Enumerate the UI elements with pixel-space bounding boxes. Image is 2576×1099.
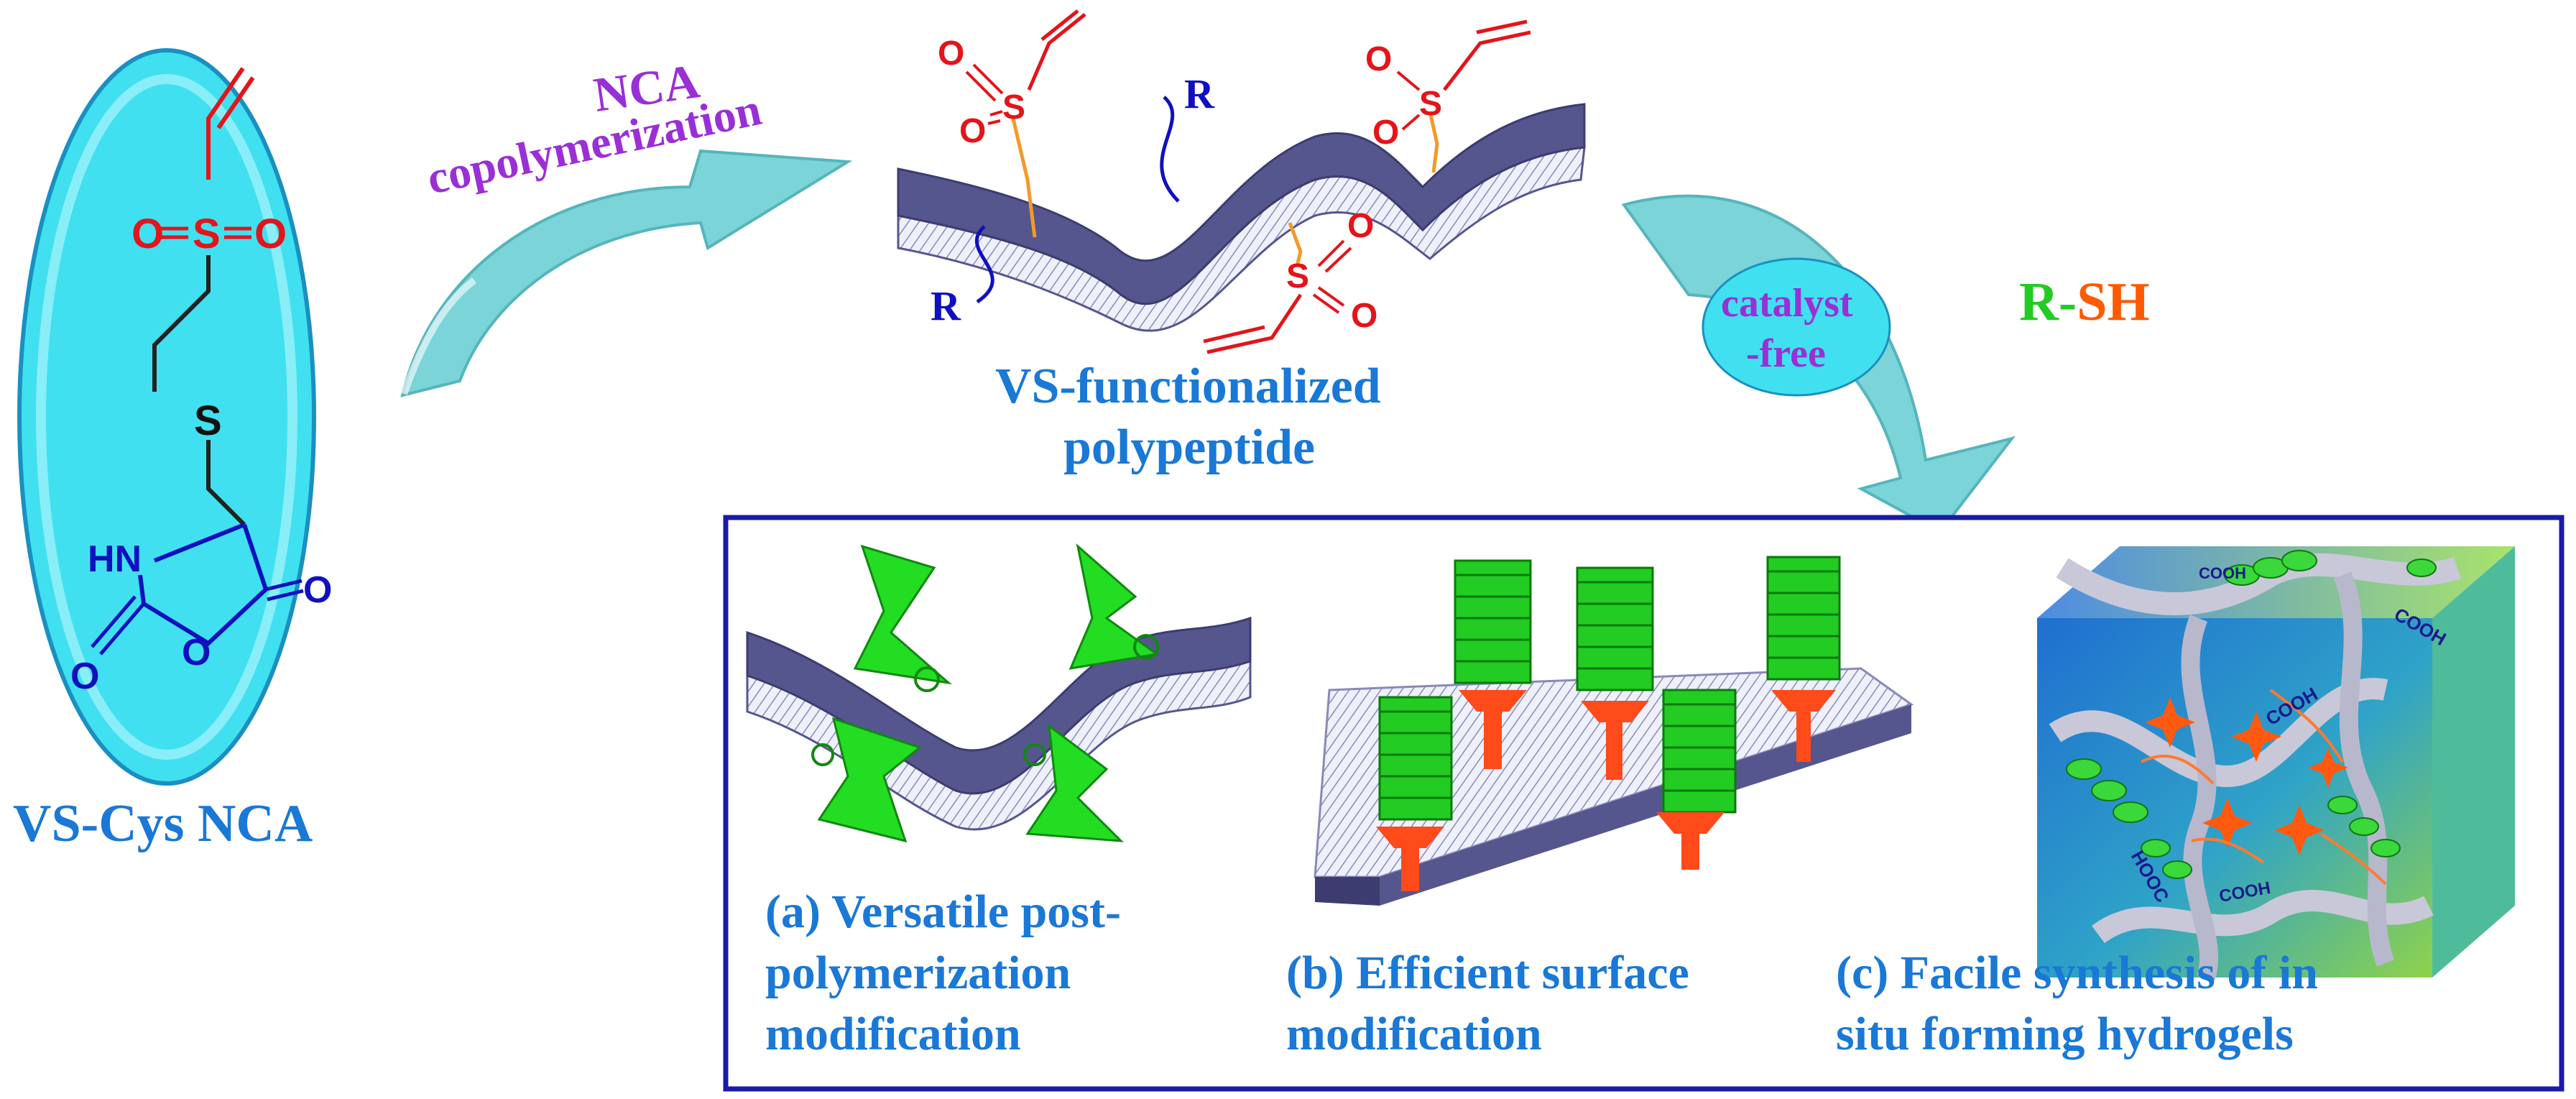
vs3-s: S xyxy=(1286,257,1309,295)
vs1-o-top: O xyxy=(938,35,964,73)
receptor-3 xyxy=(1766,556,1841,762)
vs3-o-bottom: O xyxy=(1351,297,1377,335)
app-a-line1: (a) Versatile post- xyxy=(765,886,1121,938)
monomer-ellipse xyxy=(17,48,316,786)
vs2-o-bottom: O xyxy=(1372,114,1399,152)
surface-slab-front xyxy=(1380,704,1911,906)
vinyl-bond xyxy=(206,67,245,180)
app-a-line3: modification xyxy=(765,1008,1021,1060)
monomer-ellipse-highlight xyxy=(36,74,297,760)
carbonyl-o-left: O xyxy=(70,656,99,697)
ring-o: O xyxy=(182,632,211,673)
monomer-group: O S O S HN O O O VS-Cys NCA xyxy=(13,48,332,853)
ligand-green-2 xyxy=(1068,543,1160,670)
ligand-green-1 xyxy=(853,544,952,685)
ligand-green-3 xyxy=(817,717,923,843)
ethylene-chain xyxy=(152,255,211,392)
sulfonyl-o-left: O xyxy=(131,211,164,257)
ring-hn: HN xyxy=(88,538,142,580)
catalyst-line1: catalyst xyxy=(1721,281,1853,326)
polymer-label-line1: VS-functionalized xyxy=(995,359,1381,414)
copolymerization-arrow: NCA copolymerization xyxy=(400,53,853,397)
catalyst-free-badge xyxy=(1702,257,1891,397)
app-b-line2: modification xyxy=(1286,1008,1542,1060)
receptor-4 xyxy=(1376,696,1453,891)
receptor-1 xyxy=(1454,559,1532,769)
ligand-green-4 xyxy=(1025,723,1124,842)
monomer-label: VS-Cys NCA xyxy=(13,794,313,853)
r-group-bottom: R xyxy=(931,282,961,329)
carbonyl-o-right: O xyxy=(303,569,332,611)
nca-ring xyxy=(138,523,269,646)
polymer-ribbon xyxy=(897,103,1586,305)
r-group-top: R xyxy=(1184,70,1215,117)
hydrogel-cube-side xyxy=(2432,546,2515,978)
application-c-illustration: COOH COOH COOH HOOC COOH (c) Facile synt… xyxy=(1836,546,2515,1060)
reagent-dash: - xyxy=(2059,272,2077,332)
receptor-2 xyxy=(1576,566,1654,780)
vs3-o-top: O xyxy=(1347,207,1374,245)
reagent-r: R xyxy=(2019,272,2059,332)
thiol-arrow: catalyst -free R-SH xyxy=(1621,194,2150,534)
reagent-label: R-SH xyxy=(2019,272,2150,332)
receptor-5 xyxy=(1656,689,1737,870)
app-a-line2: polymerization xyxy=(765,947,1071,999)
polymer-group: O O S O O S S O O R R VS-functionalized … xyxy=(897,9,1586,475)
app-c-line1: (c) Facile synthesis of in xyxy=(1836,947,2318,999)
vs2-o-top: O xyxy=(1365,40,1392,78)
vs1-s: S xyxy=(1002,88,1025,127)
polymer-label-line2: polypeptide xyxy=(1063,420,1315,475)
sulfonyl-o-right: O xyxy=(254,211,287,257)
thioether-s: S xyxy=(194,397,222,444)
app-b-line1: (b) Efficient surface xyxy=(1286,947,1689,999)
catalyst-line2: -free xyxy=(1746,331,1826,376)
vs1-o-bottom: O xyxy=(959,112,986,150)
vs2-s: S xyxy=(1419,85,1442,123)
application-a-illustration: (a) Versatile post- polymerization modif… xyxy=(746,543,1252,1060)
reagent-sh: SH xyxy=(2077,272,2149,332)
hydrogel-label-1: COOH xyxy=(2199,564,2246,582)
sulfonyl-s: S xyxy=(193,211,221,257)
app-c-line2: situ forming hydrogels xyxy=(1836,1008,2294,1060)
application-b-illustration: (b) Efficient surface modification xyxy=(1286,556,1914,1060)
